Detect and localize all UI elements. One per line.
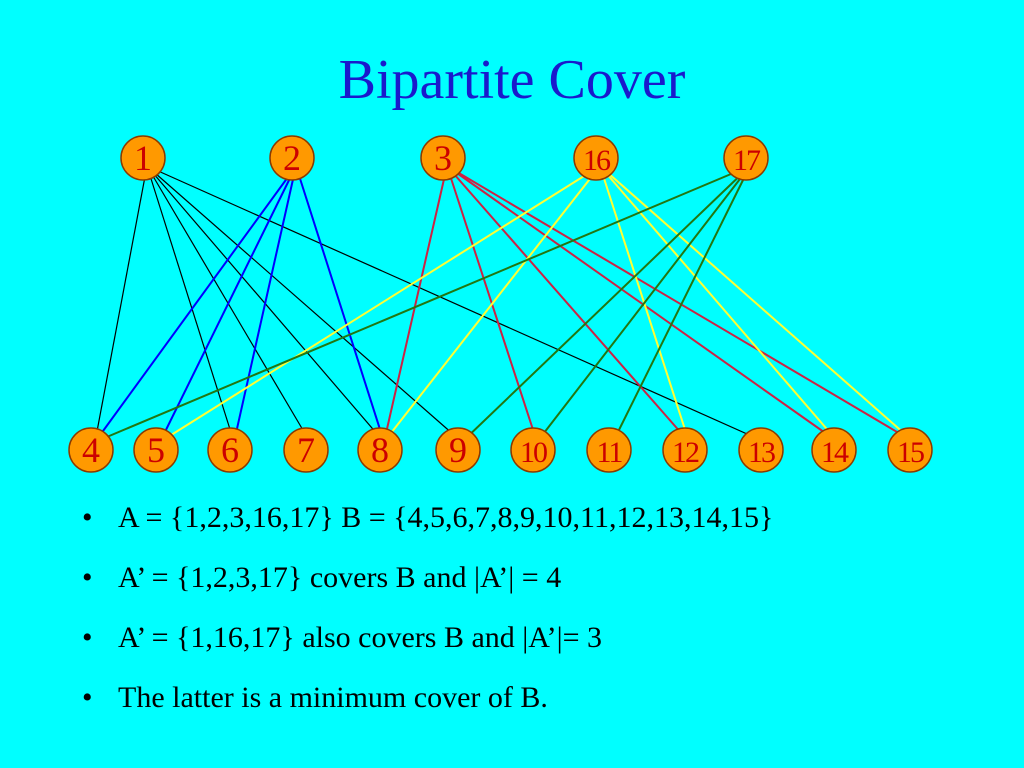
bullet-text: The latter is a minimum cover of B.	[118, 681, 548, 714]
node-label: 7	[297, 430, 315, 470]
node-circle	[68, 427, 114, 473]
edge-16-15	[599, 165, 915, 443]
edge-2-6	[233, 165, 297, 443]
node-6: 6	[207, 427, 253, 473]
node-14: 14	[811, 427, 857, 473]
node-circle	[573, 135, 619, 181]
edge-17-11	[612, 165, 751, 443]
node-circle	[283, 427, 329, 473]
node-8: 8	[357, 427, 403, 473]
node-5: 5	[133, 427, 179, 473]
node-label: 11	[597, 436, 623, 469]
edge-17-4	[94, 165, 751, 443]
node-circle	[811, 427, 857, 473]
bullet-list: • A = {1,2,3,16,17} B = {4,5,6,7,8,9,10,1…	[82, 498, 773, 738]
node-13: 13	[738, 427, 784, 473]
node-17: 17	[723, 135, 769, 181]
node-label: 12	[672, 436, 699, 469]
edge-1-4	[94, 165, 148, 443]
node-circle	[586, 427, 632, 473]
node-label: 14	[821, 436, 849, 469]
bullet-item: • A’ = {1,16,17} also covers B and |A’|= …	[82, 618, 773, 678]
node-9: 9	[435, 427, 481, 473]
node-circle	[435, 427, 481, 473]
bullet-dot: •	[82, 621, 93, 654]
edge-3-12	[446, 165, 690, 443]
slide-title: Bipartite Cover	[338, 49, 686, 111]
bullet-text: A’ = {1,16,17} also covers B and |A’|= 3	[118, 621, 603, 654]
graph-edges	[94, 165, 915, 443]
node-16: 16	[573, 135, 619, 181]
node-circle	[207, 427, 253, 473]
node-label: 10	[520, 436, 547, 469]
bullet-dot: •	[82, 501, 93, 534]
node-circle	[357, 427, 403, 473]
node-circle	[723, 135, 769, 181]
node-label: 17	[733, 144, 761, 177]
bullet-text: A’ = {1,2,3,17} covers B and |A’| = 4	[118, 561, 562, 594]
edge-2-5	[159, 165, 297, 443]
node-label: 3	[434, 138, 452, 178]
node-label: 8	[371, 430, 389, 470]
node-label: 13	[748, 436, 775, 469]
node-circle	[510, 427, 556, 473]
bullet-dot: •	[82, 681, 93, 714]
bullet-item: • A’ = {1,2,3,17} covers B and |A’| = 4	[82, 558, 773, 618]
node-3: 3	[420, 135, 466, 181]
bullet-text: A = {1,2,3,16,17} B = {4,5,6,7,8,9,10,11…	[118, 501, 774, 534]
edge-2-8	[295, 165, 385, 443]
node-4: 4	[68, 427, 114, 473]
node-15: 15	[887, 427, 933, 473]
edge-3-8	[383, 165, 448, 443]
node-label: 1	[134, 138, 152, 178]
node-label: 6	[221, 430, 239, 470]
node-label: 4	[82, 430, 100, 470]
node-circle	[420, 135, 466, 181]
node-circle	[738, 427, 784, 473]
node-10: 10	[510, 427, 556, 473]
edge-16-8	[383, 165, 601, 443]
node-circle	[662, 427, 708, 473]
node-circle	[269, 135, 315, 181]
node-7: 7	[283, 427, 329, 473]
edge-1-13	[146, 165, 766, 443]
node-label: 15	[897, 436, 924, 469]
edge-1-9	[146, 165, 463, 443]
node-label: 5	[147, 430, 165, 470]
node-1: 1	[120, 135, 166, 181]
edge-17-10	[536, 165, 751, 443]
node-circle	[133, 427, 179, 473]
node-circle	[120, 135, 166, 181]
node-12: 12	[662, 427, 708, 473]
edge-1-6	[146, 165, 235, 443]
edge-17-9	[461, 165, 751, 443]
bullet-dot: •	[82, 561, 93, 594]
edge-16-5	[159, 165, 601, 443]
node-label: 2	[283, 138, 301, 178]
edge-2-4	[94, 165, 297, 443]
node-2: 2	[269, 135, 315, 181]
bullet-item: • The latter is a minimum cover of B.	[82, 678, 773, 738]
node-11: 11	[586, 427, 632, 473]
node-label: 9	[449, 430, 467, 470]
node-circle	[887, 427, 933, 473]
node-label: 16	[583, 144, 611, 177]
bullet-item: • A = {1,2,3,16,17} B = {4,5,6,7,8,9,10,1…	[82, 498, 773, 558]
